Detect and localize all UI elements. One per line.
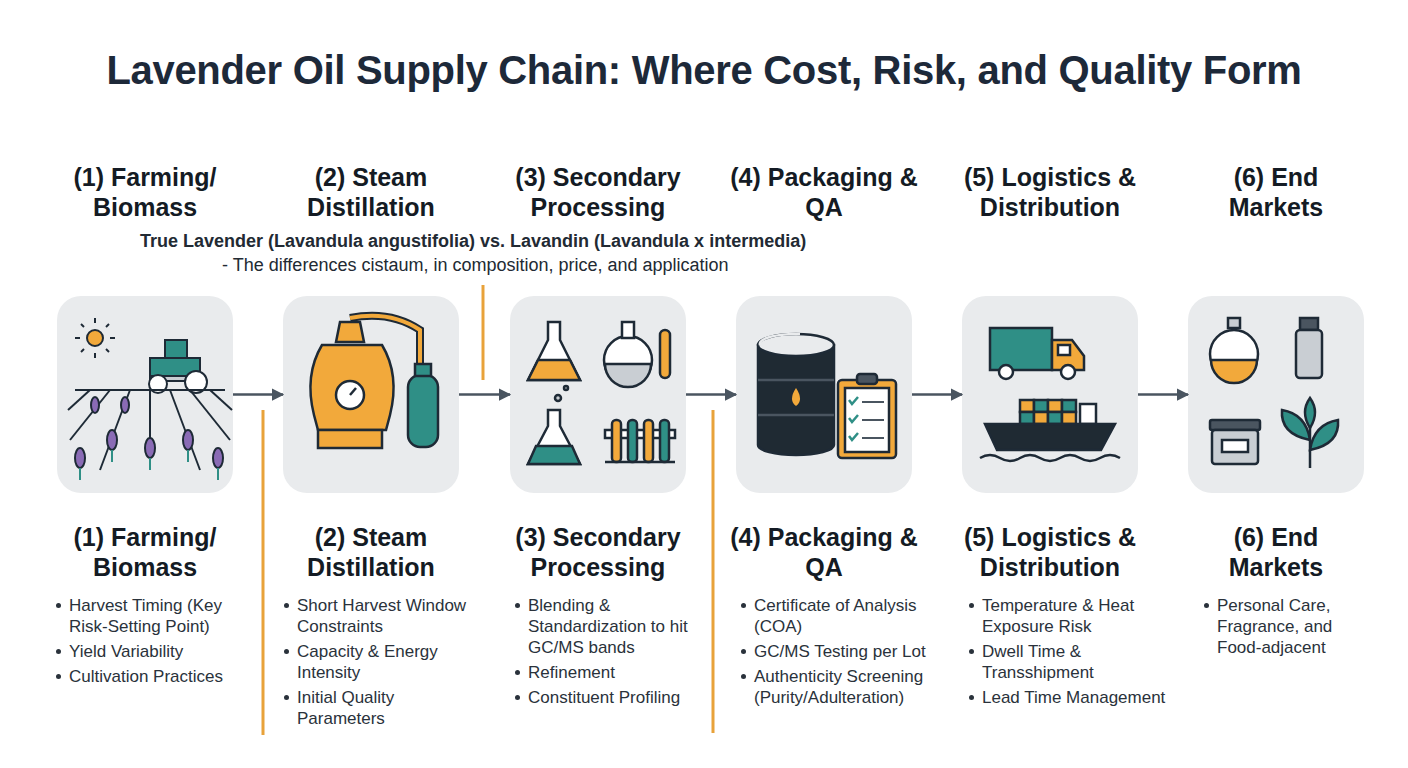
bullet-dot [969, 649, 974, 654]
bullet-dot [56, 649, 61, 654]
barrel-clipboard-icon [758, 334, 896, 458]
bullet-item: Personal Care, Fragrance, and Food-adjac… [1203, 595, 1363, 658]
leader-line [482, 285, 485, 380]
stage-box: (2) Steam Distillation(2) Steam Distilla… [283, 296, 459, 493]
flow-arrow [686, 393, 736, 396]
stage-heading: (6) End Markets [1186, 162, 1366, 222]
bullet-dot [56, 603, 61, 608]
bullet-dot [515, 603, 520, 608]
stage-heading: (2) Steam Distillation [271, 522, 471, 582]
bullet-item: Capacity & Energy Intensity [283, 641, 483, 683]
stage-heading: (1) Farming/ Biomass [40, 522, 250, 582]
bullet-dot [284, 603, 289, 608]
flow-arrow [912, 393, 962, 396]
lab-glassware-icon [528, 322, 675, 464]
bullet-dot [741, 603, 746, 608]
leader-line [262, 410, 265, 735]
stage-box: (6) End Markets(6) End MarketsPersonal C… [1188, 296, 1364, 493]
stage-heading: (5) Logistics & Distribution [950, 162, 1150, 222]
bullet-item: Dwell Time & Transshipment [968, 641, 1168, 683]
bullet-item: Temperature & Heat Exposure Risk [968, 595, 1168, 637]
stage-heading: (4) Packaging & QA [729, 162, 919, 222]
stage-box: (5) Logistics & Distribution(5) Logistic… [962, 296, 1138, 493]
farming-icon [68, 318, 232, 480]
bullet-item: Initial Quality Parameters [283, 687, 483, 729]
bullet-item: Certificate of Analysis (COA) [740, 595, 950, 637]
truck-ship-icon [980, 328, 1120, 461]
bullet-item: Refinement [514, 662, 710, 683]
stage-box: (1) Farming/ Biomass(1) Farming/ Biomass… [57, 296, 233, 493]
bullet-dot [741, 674, 746, 679]
bullet-dot [515, 670, 520, 675]
bullet-item: Authenticity Screening (Purity/Adulterat… [740, 666, 950, 708]
bullet-item: Short Harvest Window Constraints [283, 595, 483, 637]
bullet-item: Constituent Profiling [514, 687, 710, 708]
flow-arrow [1138, 393, 1188, 396]
bullet-dot [741, 649, 746, 654]
bullet-dot [515, 695, 520, 700]
bullet-dot [969, 603, 974, 608]
bullet-item: Yield Variability [55, 641, 255, 662]
products-icon [1210, 318, 1338, 468]
stage-heading: (4) Packaging & QA [729, 522, 919, 582]
stage-heading: (3) Secondary Processing [493, 162, 703, 222]
bullet-dot [284, 649, 289, 654]
bullet-dot [969, 695, 974, 700]
bullet-item: Lead Time Management [968, 687, 1168, 708]
bullet-dot [284, 695, 289, 700]
bullet-dot [56, 674, 61, 679]
note-label: True Lavender (Lavandula angustifolia) v… [140, 231, 806, 252]
flow-arrow [233, 393, 283, 396]
diagram-title: Lavender Oil Supply Chain: Where Cost, R… [0, 48, 1408, 93]
leader-lines [263, 285, 713, 735]
stage-box: (4) Packaging & QA(4) Packaging & QACert… [736, 296, 912, 493]
stage-heading: (2) Steam Distillation [271, 162, 471, 222]
bullet-item: GC/MS Testing per Lot [740, 641, 950, 662]
bullet-item: Harvest Timing (Key Risk-Setting Point) [55, 595, 255, 637]
stage-heading: (6) End Markets [1186, 522, 1366, 582]
stage-heading: (5) Logistics & Distribution [945, 522, 1155, 582]
stage-heading: (3) Secondary Processing [493, 522, 703, 582]
leader-line [712, 410, 715, 733]
bullet-dot [1204, 603, 1209, 608]
stage-box: (3) Secondary Processing(3) Secondary Pr… [510, 296, 686, 493]
flow-arrow [459, 393, 510, 396]
stage-heading: (1) Farming/ Biomass [45, 162, 245, 222]
bullet-item: Cultivation Practices [55, 666, 255, 687]
distillation-icon [310, 316, 438, 448]
note-label: - The differences cistaum, in compositio… [222, 255, 729, 276]
bullet-item: Blending & Standardization to hit GC/MS … [514, 595, 710, 658]
